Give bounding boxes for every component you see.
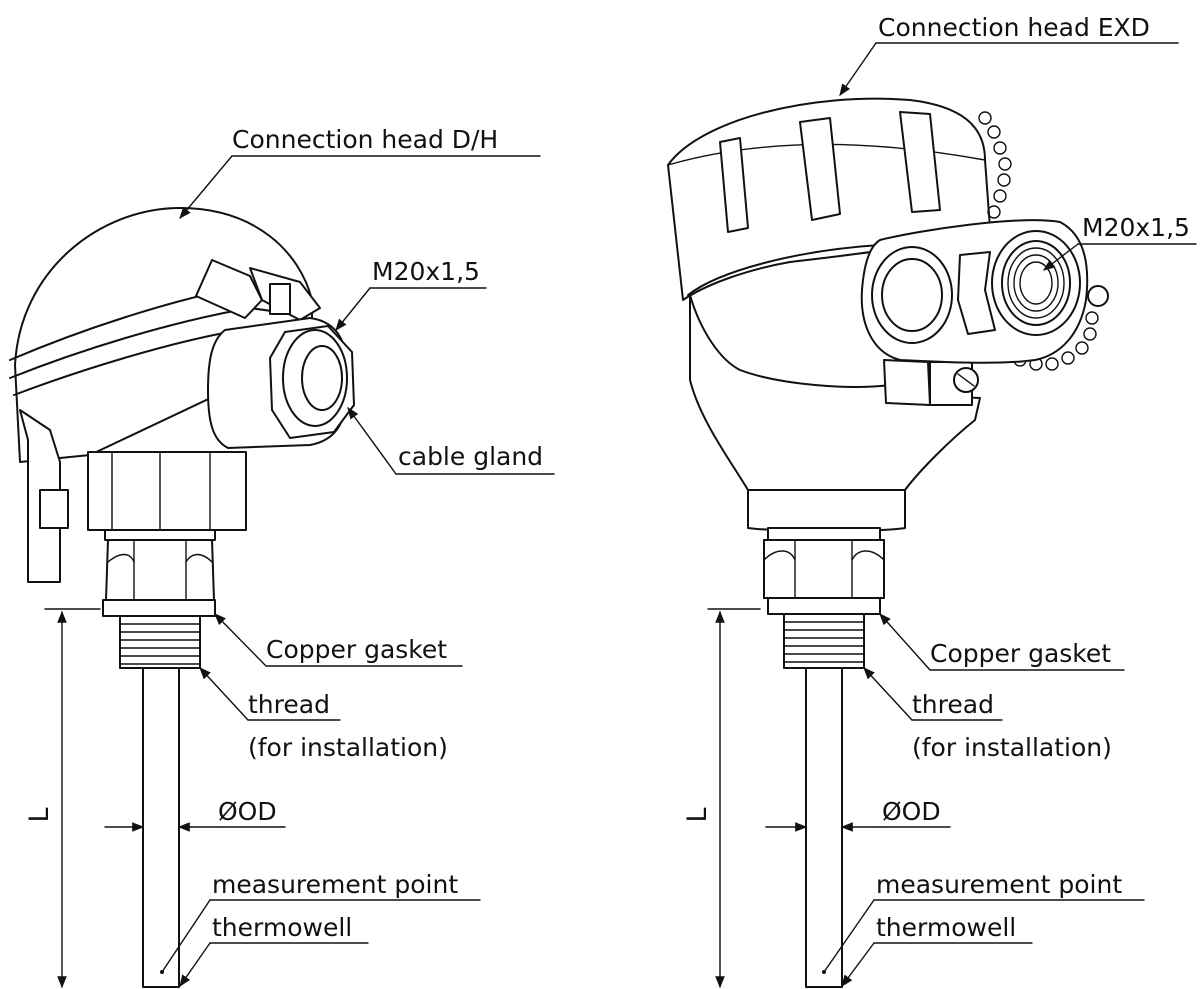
- for-installation-label-left: (for installation): [248, 733, 448, 762]
- copper-gasket-right: [767, 597, 881, 615]
- copper-gasket-left: [102, 599, 216, 617]
- leader-gasket-right: [879, 613, 931, 671]
- leader-cable-gland: [347, 407, 397, 475]
- installation-thread-right: [783, 613, 865, 669]
- exd-body: [689, 294, 981, 532]
- length-label-right: L: [682, 807, 713, 822]
- leader-m20-left: [335, 287, 371, 331]
- thermowell-label-left: thermowell: [212, 913, 352, 942]
- thermowell-label-right: thermowell: [876, 913, 1016, 942]
- copper-gasket-label-left: Copper gasket: [266, 635, 447, 664]
- od-label-right: ØOD: [882, 797, 941, 826]
- leader-head-exd: [839, 42, 877, 96]
- leader-head-dh: [179, 155, 233, 219]
- thread-label-left: thread: [248, 690, 330, 719]
- od-label-left: ØOD: [218, 797, 277, 826]
- length-label-left: L: [24, 807, 55, 822]
- exd-gland-block: [860, 219, 1109, 364]
- hex-nut-left: [104, 529, 216, 601]
- head-dh-label: Connection head D/H: [232, 125, 498, 154]
- right-assembly: L ØOD Connection head EXD M20x1,5 Copper…: [667, 13, 1197, 989]
- thermowell-left: [142, 667, 180, 988]
- connection-head-exd: [667, 97, 1099, 371]
- hex-nut-right: [763, 527, 885, 599]
- measurement-point-label-right: measurement point: [876, 870, 1122, 899]
- leader-thermowell-left: [179, 942, 211, 987]
- leader-m20-right: [1043, 243, 1079, 271]
- copper-gasket-label-right: Copper gasket: [930, 639, 1111, 668]
- measurement-point-label-left: measurement point: [212, 870, 458, 899]
- cable-gland-left: [207, 317, 355, 449]
- installation-thread-left: [119, 615, 201, 669]
- cable-gland-label: cable gland: [398, 442, 543, 471]
- leader-thermowell-right: [841, 942, 875, 987]
- head-neck-left: [87, 451, 247, 531]
- connection-head-dh: [9, 207, 321, 583]
- leader-thread-right: [863, 667, 913, 721]
- left-assembly: L ØOD Connection head D/H M20x1,5 cable …: [9, 125, 555, 989]
- for-installation-label-right: (for installation): [912, 733, 1112, 762]
- m20-label-right: M20x1,5: [1082, 213, 1190, 242]
- leader-gasket-left: [214, 613, 267, 667]
- thread-label-right: thread: [912, 690, 994, 719]
- leader-measurement-left: [161, 899, 211, 973]
- head-exd-label: Connection head EXD: [878, 13, 1150, 42]
- leader-measurement-right: [823, 899, 875, 973]
- leader-thread-left: [199, 667, 249, 721]
- m20-label-left: M20x1,5: [372, 257, 480, 286]
- thermowell-right: [805, 667, 843, 988]
